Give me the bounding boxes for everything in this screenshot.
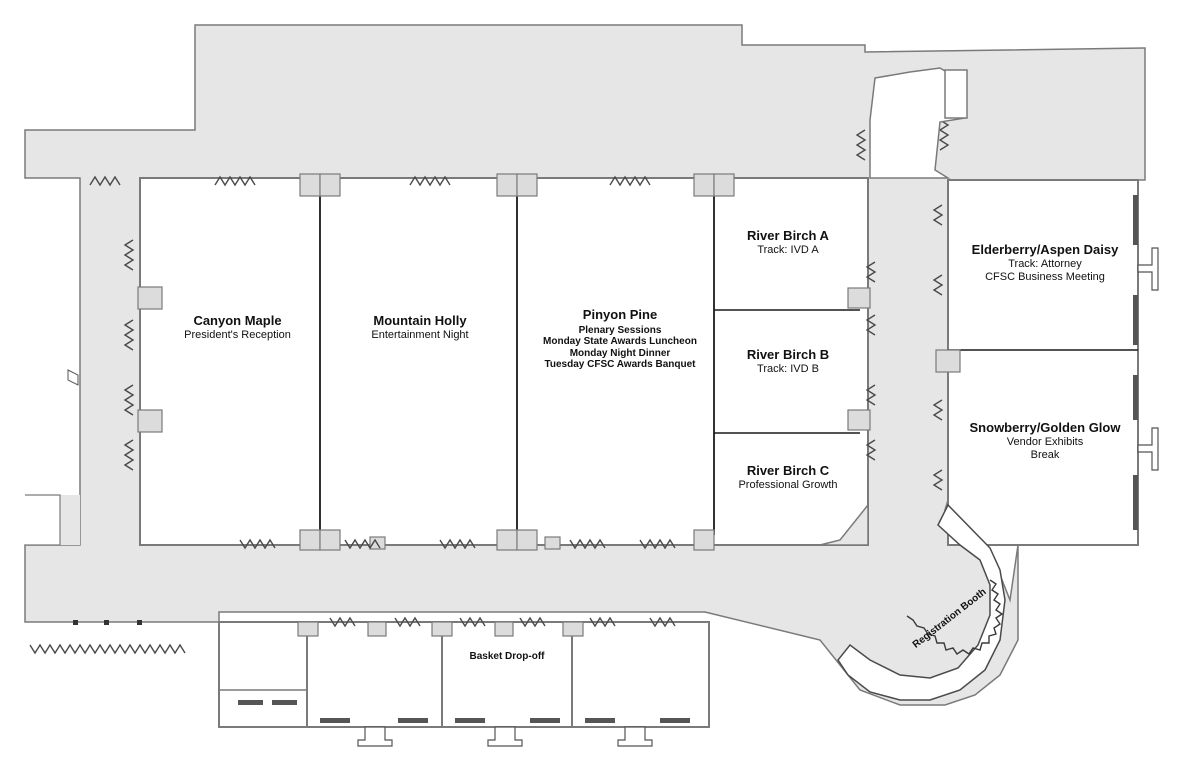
room-elderberry-aspen-daisy[interactable]: Elderberry/Aspen Daisy Track: Attorney C…	[950, 242, 1140, 284]
east-door-pocket	[935, 349, 961, 373]
bottom-door-pockets	[299, 529, 715, 551]
room-event: Break	[1030, 448, 1060, 461]
room-river-birch-c[interactable]: River Birch C Professional Growth	[718, 463, 858, 492]
room-name: Canyon Maple	[193, 313, 282, 328]
room-canyon-maple[interactable]: Canyon Maple President's Reception	[160, 313, 315, 342]
room-event: Entertainment Night	[371, 328, 469, 341]
east-fixtures	[1137, 247, 1159, 471]
room-event: Monday State Awards Luncheon	[543, 336, 697, 348]
room-river-birch-a[interactable]: River Birch A Track: IVD A	[718, 228, 858, 257]
room-event: CFSC Business Meeting	[985, 270, 1105, 283]
room-event: Professional Growth	[738, 478, 838, 491]
registration-zigzag	[906, 579, 1004, 655]
room-event: Tuesday CFSC Awards Banquet	[544, 359, 696, 371]
top-door-pockets	[299, 173, 735, 197]
ballroom-block	[139, 177, 869, 546]
room-name: River Birch A	[747, 228, 829, 243]
room-event: Monday Night Dinner	[569, 347, 671, 359]
room-name: Elderberry/Aspen Daisy	[971, 242, 1119, 257]
door-swings	[89, 75, 950, 550]
side-door-pockets	[137, 286, 871, 433]
room-event: Track: Attorney	[1008, 257, 1082, 270]
east-wing-block	[947, 179, 1139, 546]
room-event: Track: IVD B	[757, 362, 819, 375]
room-event: Track: IVD A	[757, 243, 819, 256]
stair-tower	[869, 67, 966, 179]
room-name: Snowberry/Golden Glow	[969, 420, 1121, 435]
room-snowberry-golden-glow[interactable]: Snowberry/Golden Glow Vendor Exhibits Br…	[950, 420, 1140, 462]
room-name: Mountain Holly	[373, 313, 467, 328]
registration-curve	[837, 503, 1006, 701]
river-birch-corner	[819, 502, 869, 546]
room-mountain-holly[interactable]: Mountain Holly Entertainment Night	[335, 313, 505, 342]
lower-wing-block	[218, 621, 710, 728]
room-event: Plenary Sessions	[578, 324, 662, 336]
room-event: Vendor Exhibits	[1006, 435, 1084, 448]
room-river-birch-b[interactable]: River Birch B Track: IVD B	[718, 347, 858, 376]
room-name: River Birch B	[746, 347, 830, 362]
east-wall-windows	[1133, 195, 1138, 530]
tower-core	[944, 69, 968, 119]
room-pinyon-pine[interactable]: Pinyon Pine Plenary Sessions Monday Stat…	[520, 307, 720, 371]
room-name: River Birch C	[746, 463, 830, 478]
room-event: President's Reception	[184, 328, 291, 341]
basket-dropoff-label: Basket Drop-off	[469, 651, 545, 662]
room-name: Pinyon Pine	[582, 307, 658, 322]
